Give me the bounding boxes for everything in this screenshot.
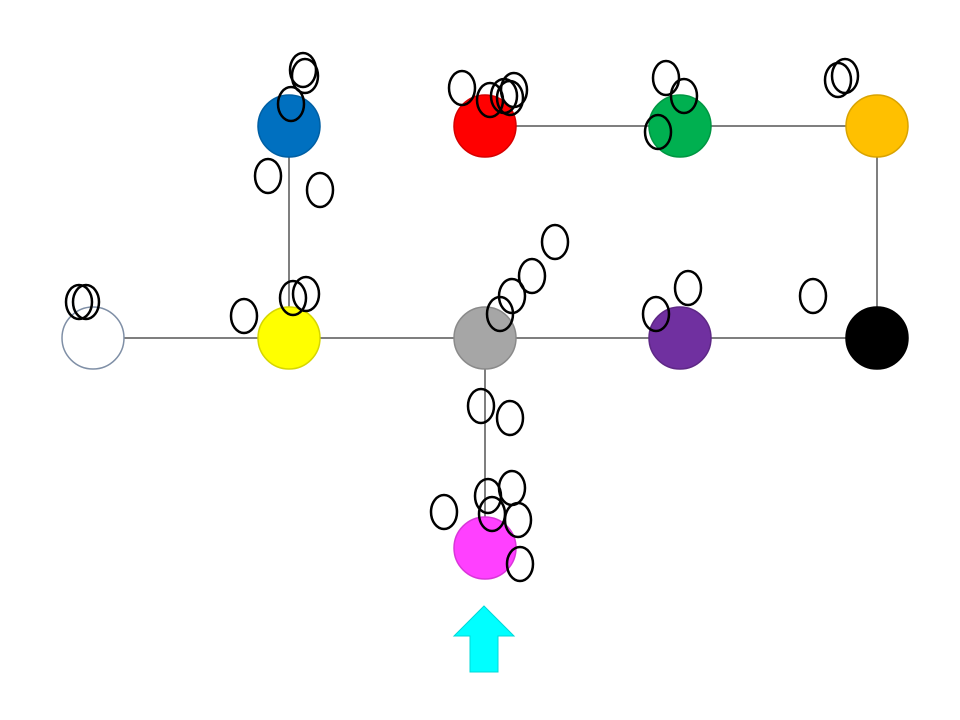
node-white	[61, 306, 125, 370]
arrow-layer	[452, 605, 516, 673]
marker-ellipse-22	[517, 257, 547, 295]
nodes-layer	[61, 94, 909, 580]
marker-ellipse-35	[505, 545, 535, 583]
marker-ellipse-12	[669, 77, 699, 115]
marker-ellipse-26	[641, 295, 671, 333]
node-gray	[453, 306, 517, 370]
node-orange	[845, 94, 909, 158]
marker-ellipse-30	[429, 493, 459, 531]
marker-ellipse-5	[305, 171, 335, 209]
node-green	[648, 94, 712, 158]
marker-ellipse-27	[798, 277, 828, 315]
node-purple	[648, 306, 712, 370]
marker-ellipse-15	[830, 57, 860, 95]
node-black	[845, 306, 909, 370]
marker-ellipse-20	[291, 275, 321, 313]
node-blue	[257, 94, 321, 158]
marker-ellipse-18	[229, 297, 259, 335]
marker-ellipse-16	[64, 283, 94, 321]
marker-ellipse-9	[499, 71, 529, 109]
marker-ellipse-17	[71, 283, 101, 321]
marker-ellipse-21	[540, 223, 570, 261]
marker-ellipse-24	[485, 295, 515, 333]
marker-ellipse-19	[278, 279, 308, 317]
marker-ellipse-4	[253, 157, 283, 195]
marker-ellipse-2	[290, 57, 320, 95]
marker-ellipse-6	[447, 69, 477, 107]
marker-ellipse-10	[495, 79, 525, 117]
marker-ellipse-29	[495, 399, 525, 437]
markers-layer	[64, 51, 860, 583]
up-arrow-icon	[452, 605, 516, 673]
node-yellow	[257, 306, 321, 370]
marker-ellipse-34	[503, 501, 533, 539]
marker-ellipse-32	[497, 469, 527, 507]
marker-ellipse-11	[651, 59, 681, 97]
edges-layer	[93, 125, 878, 548]
marker-ellipse-25	[673, 269, 703, 307]
marker-ellipse-28	[466, 387, 496, 425]
marker-ellipse-13	[643, 113, 673, 151]
marker-ellipse-3	[276, 85, 306, 123]
